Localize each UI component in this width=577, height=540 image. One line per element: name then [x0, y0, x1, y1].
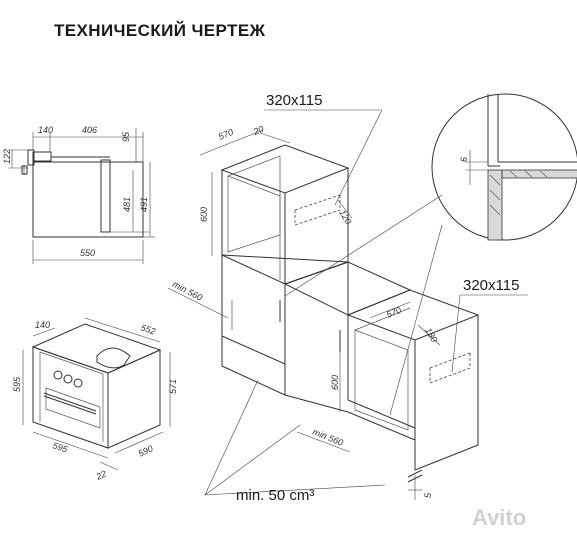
side-view-panel [27, 149, 35, 166]
dim-under-min560: min 560 [311, 427, 344, 448]
detail-circle: 6 [431, 93, 577, 241]
dim-tall-min560: min 560 [171, 279, 204, 303]
min-air-label: min. 50 cm³ [236, 487, 314, 504]
dim-side-491: 491 [139, 197, 149, 212]
dim-detail-6: 6 [459, 157, 469, 162]
oven-knob-right [73, 378, 83, 388]
oven-knob-left [53, 370, 63, 380]
dim-oven-552: 552 [139, 322, 156, 336]
dim-tall-120: 120 [337, 208, 353, 226]
dim-oven-22: 22 [94, 469, 108, 483]
undercounter-cabinet: 570 180 600 min 560 5 [296, 289, 480, 500]
dim-under-5: 5 [423, 492, 433, 498]
side-view-body [32, 161, 144, 238]
tall-min-dim: min 560 [167, 279, 229, 319]
dim-under-180: 180 [423, 326, 439, 344]
page-title: ТЕХНИЧЕСКИЙ ЧЕРТЕЖ [54, 21, 266, 40]
base-cabinets [221, 254, 412, 413]
vent-label-top: 320x115 [266, 92, 322, 109]
dim-tall-600: 600 [199, 207, 209, 222]
detail-panel [487, 169, 503, 241]
dim-side-140: 140 [38, 125, 53, 135]
dim-oven-595h: 595 [12, 376, 22, 392]
dim-side-481: 481 [122, 197, 132, 212]
dim-oven-595w: 595 [51, 440, 69, 454]
dim-tall-20: 20 [251, 124, 265, 137]
leader-lines [204, 109, 528, 496]
dim-oven-571: 571 [168, 379, 178, 394]
dim-side-406: 406 [82, 125, 97, 135]
watermark-logo: Avito [472, 505, 527, 530]
dim-under-570: 570 [385, 305, 403, 320]
oven-top-cutout [96, 347, 131, 369]
dim-oven-590: 590 [137, 443, 155, 458]
dim-tall-570: 570 [217, 127, 235, 142]
dim-oven-140: 140 [35, 320, 50, 330]
detail-shelf [501, 169, 577, 179]
side-view: 140 406 95 122 481 491 550 [2, 125, 155, 264]
dim-side-550: 550 [80, 248, 95, 258]
dim-side-95: 95 [121, 131, 131, 142]
oven-knob-mid [63, 374, 73, 384]
dim-side-122: 122 [2, 149, 12, 164]
side-view-rail [100, 159, 111, 233]
dim-under-600: 600 [330, 375, 340, 390]
side-view-control [32, 151, 52, 162]
tall-cabinet: 570 20 600 120 [199, 124, 353, 284]
vent-label-right: 320x115 [463, 277, 519, 294]
oven-isometric: 140 552 595 571 595 590 22 [12, 317, 178, 483]
